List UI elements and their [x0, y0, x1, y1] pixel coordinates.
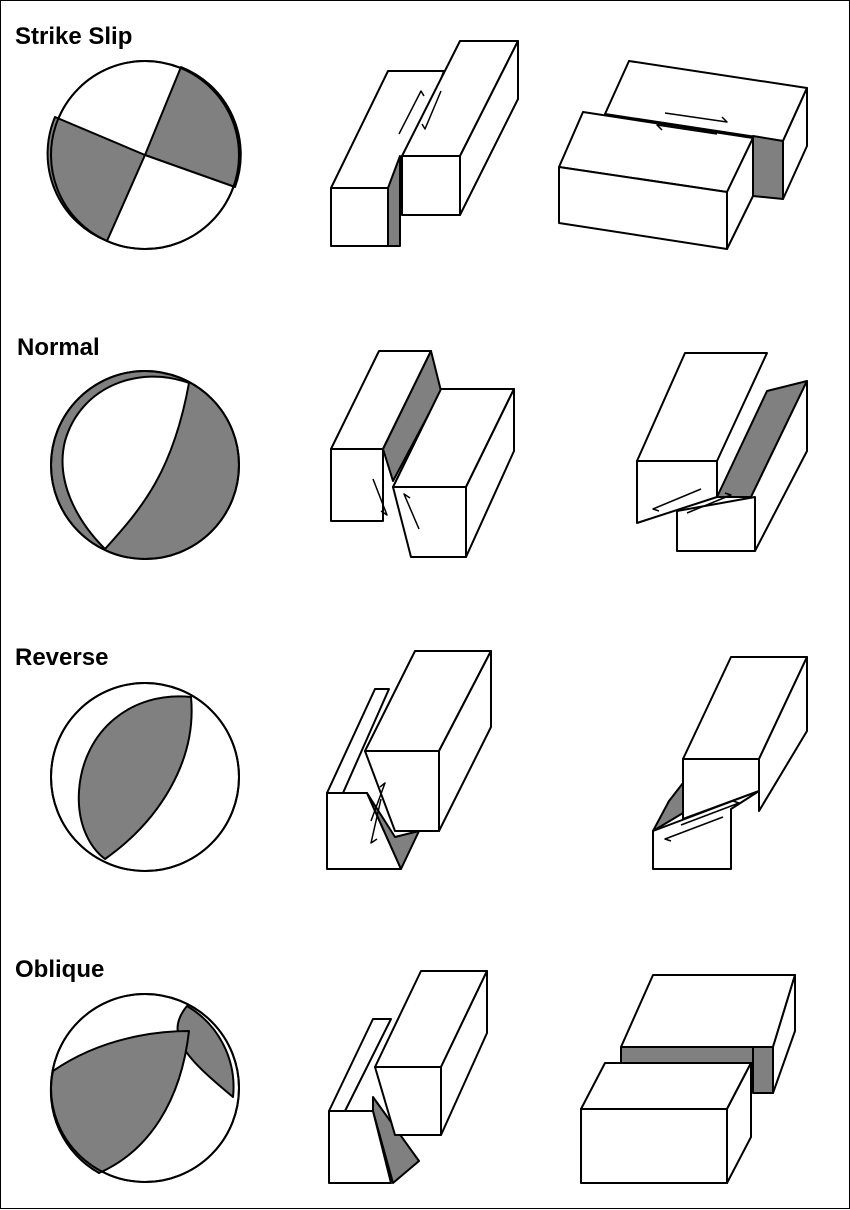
label-strike-slip: Strike Slip	[15, 23, 133, 50]
oblique-block-diagram-1	[328, 970, 488, 1184]
reverse-block-diagram-2	[652, 656, 808, 870]
strike-slip-beachball	[46, 60, 242, 250]
label-reverse: Reverse	[15, 644, 109, 671]
reverse-beachball	[50, 682, 240, 872]
strike-slip-block-diagram-2	[558, 60, 808, 250]
oblique-block-diagram-2	[580, 974, 796, 1184]
label-normal: Normal	[17, 334, 100, 361]
normal-beachball	[50, 370, 240, 560]
reverse-block-diagram-1	[326, 650, 492, 870]
strike-slip-block-diagram-1	[330, 40, 519, 247]
oblique-beachball	[49, 993, 240, 1183]
label-oblique: Oblique	[15, 956, 105, 983]
normal-block-diagram-1	[330, 350, 515, 558]
normal-block-diagram-2	[636, 352, 808, 552]
